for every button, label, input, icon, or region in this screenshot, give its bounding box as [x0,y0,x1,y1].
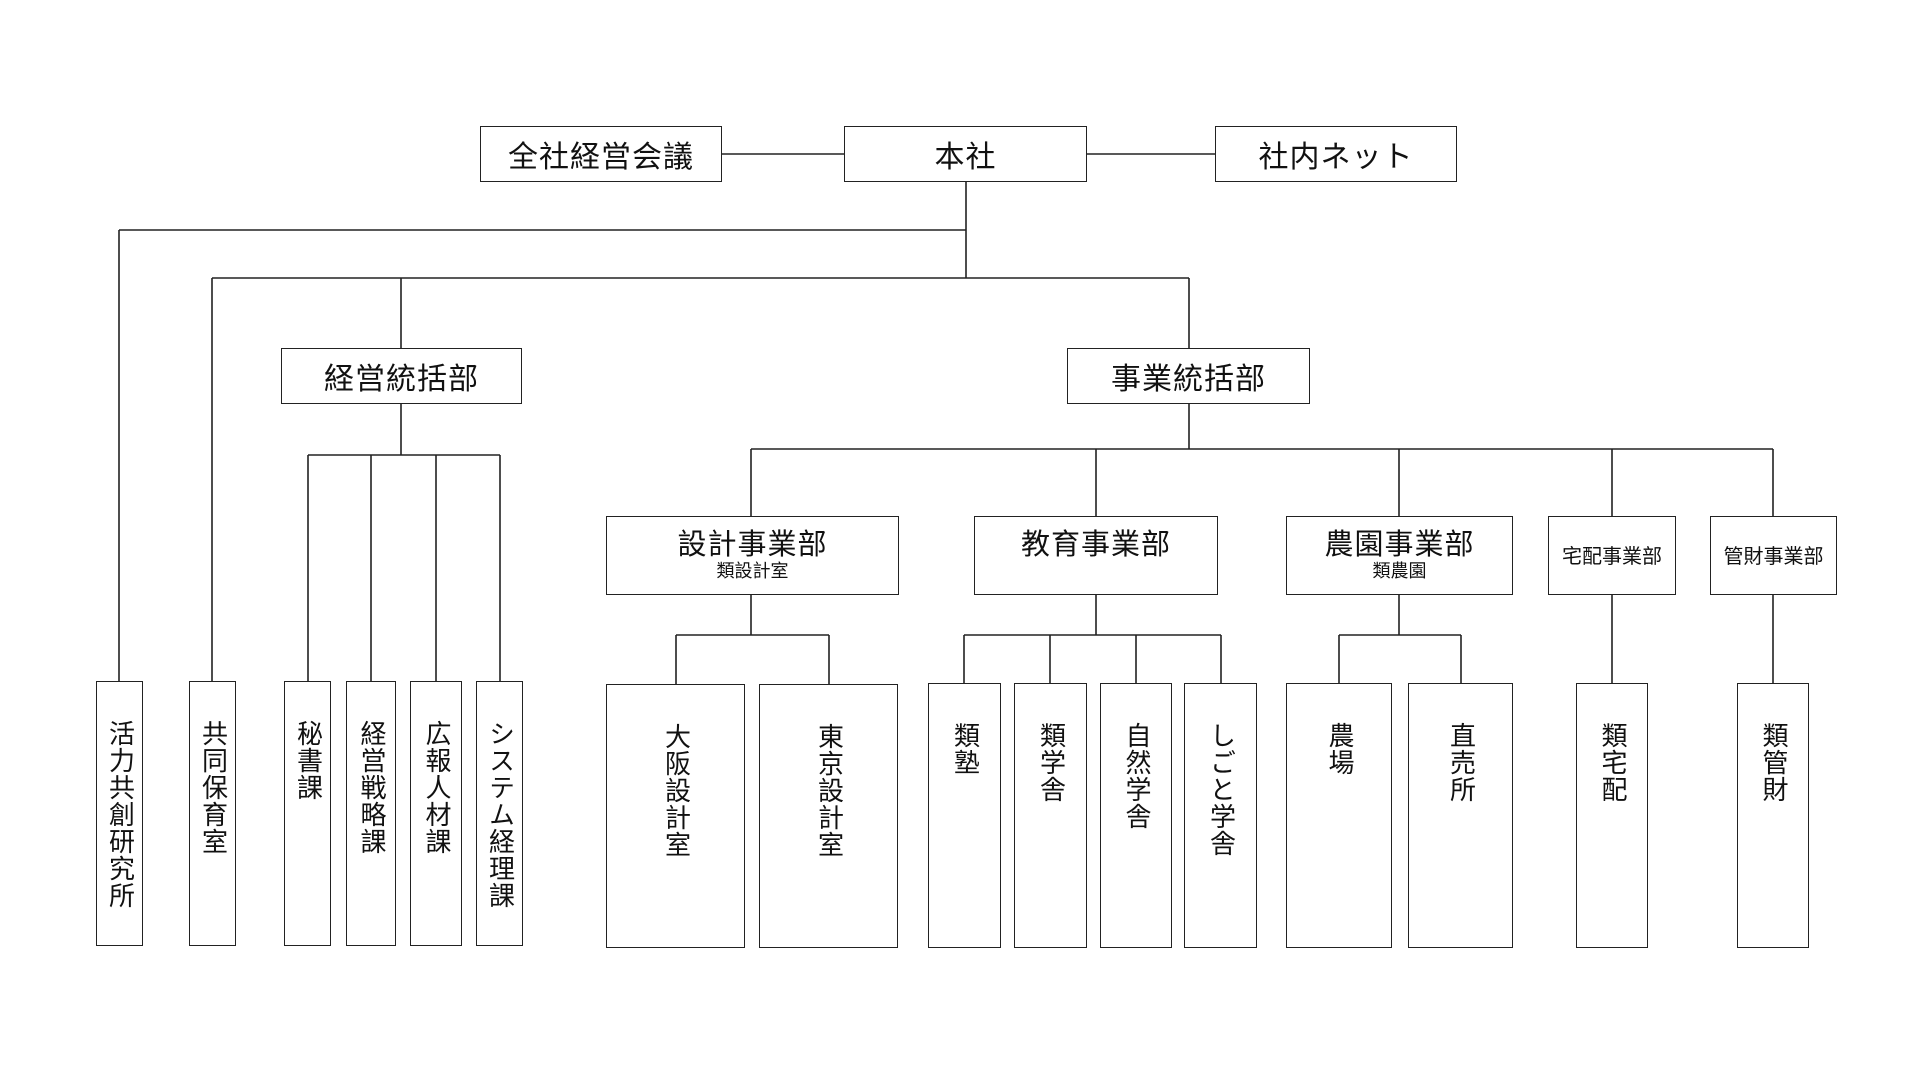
section-box: システム経理課 [476,681,523,946]
intranet-box: 社内ネット [1215,126,1457,182]
unit-label: 農場 [1324,722,1354,776]
management-division-box: 経営統括部 [281,348,522,404]
management-division-label: 経営統括部 [324,362,479,397]
unit-label: 東京設計室 [813,723,844,858]
unit-box: 類管財 [1737,683,1809,948]
council-box: 全社経営会議 [480,126,722,182]
unit-label: 大阪設計室 [660,723,691,858]
unit-label: 類塾 [949,722,980,776]
section-box: 広報人材課 [410,681,462,946]
hq-box: 本社 [844,126,1087,182]
unit-label: 活力共創研究所 [104,720,135,909]
unit-box: 東京設計室 [759,684,898,948]
department-sublabel: 類農園 [1372,561,1427,582]
section-label: 秘書課 [292,720,323,801]
department-label: 設計事業部 [677,527,828,561]
unit-box: 自然学舎 [1100,683,1172,948]
unit-label: 類学舎 [1035,722,1066,803]
unit-label: しごと学舎 [1205,722,1236,857]
unit-box: 農場 [1286,683,1392,948]
unit-box: 類学舎 [1014,683,1087,948]
section-label: システム経理課 [484,720,515,909]
business-division-box: 事業統括部 [1067,348,1310,404]
council-label: 全社経営会議 [508,140,694,175]
unit-box: 類塾 [928,683,1001,948]
unit-box: 大阪設計室 [606,684,745,948]
department-label: 管財事業部 [1723,543,1824,568]
department-box: 管財事業部 [1710,516,1837,595]
department-box: 設計事業部 類設計室 [606,516,899,595]
business-division-label: 事業統括部 [1111,362,1266,397]
department-box: 宅配事業部 [1548,516,1676,595]
unit-box: 直売所 [1408,683,1513,948]
department-box: 農園事業部 類農園 [1286,516,1513,595]
unit-label: 類宅配 [1597,722,1627,803]
section-box: 秘書課 [284,681,331,946]
unit-label: 直売所 [1445,722,1476,803]
department-label: 宅配事業部 [1562,543,1662,568]
section-label: 広報人材課 [421,720,451,855]
unit-box: 共同保育室 [189,681,236,946]
department-sublabel: 類設計室 [716,561,789,582]
hq-label: 本社 [934,140,997,175]
section-label: 経営戦略課 [356,720,386,855]
unit-label: 自然学舎 [1121,722,1151,830]
section-box: 経営戦略課 [346,681,396,946]
department-label: 教育事業部 [1020,527,1171,561]
department-label: 農園事業部 [1324,527,1475,561]
unit-box: しごと学舎 [1184,683,1257,948]
department-box: 教育事業部 [974,516,1218,595]
unit-label: 類管財 [1758,722,1788,803]
intranet-label: 社内ネット [1258,140,1414,175]
unit-box: 活力共創研究所 [96,681,143,946]
unit-label: 共同保育室 [197,720,228,855]
unit-box: 類宅配 [1576,683,1648,948]
